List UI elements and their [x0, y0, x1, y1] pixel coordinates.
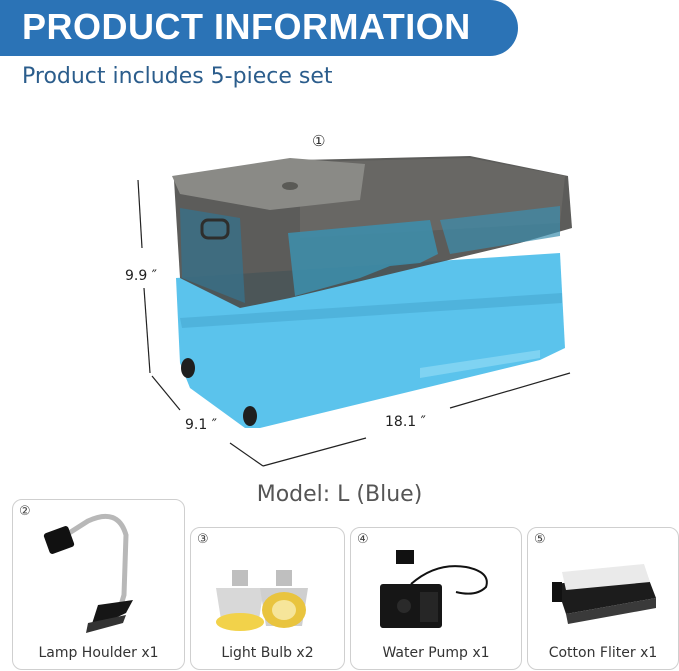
- subtitle: Product includes 5-piece set: [22, 64, 333, 89]
- part-marker-1: ①: [312, 132, 326, 150]
- cotton-filter-icon: [552, 564, 656, 624]
- part-marker-3: ③: [197, 532, 209, 547]
- part-marker-5: ⑤: [534, 532, 546, 547]
- accessory-label: Water Pump x1: [382, 645, 490, 661]
- accessory-label: Light Bulb x2: [221, 645, 314, 661]
- model-label: Model: L (Blue): [256, 482, 423, 507]
- accessory-card-cotton-filter: ⑤ Cotton Fliter x1: [527, 527, 679, 670]
- water-pump-icon: [380, 550, 488, 628]
- accessory-card-lamp-holder: ② Lamp Houlder x1: [12, 499, 185, 670]
- accessory-label: Lamp Houlder x1: [38, 645, 159, 661]
- part-marker-4: ④: [357, 532, 369, 547]
- accessory-card-water-pump: ④ Water Pump x1: [350, 527, 522, 670]
- title-banner: PRODUCT INFORMATION: [0, 0, 518, 56]
- light-bulb-icon: [216, 570, 308, 631]
- turtle-tank-illustration: [137, 156, 572, 467]
- banner-title: PRODUCT INFORMATION: [22, 6, 471, 47]
- width-dimension: 18.1 ″: [385, 414, 426, 430]
- height-dimension: 9.9 ″: [125, 268, 157, 284]
- depth-dimension: 9.1 ″: [185, 417, 217, 433]
- part-marker-2: ②: [19, 504, 31, 519]
- accessory-label: Cotton Fliter x1: [548, 645, 658, 661]
- clamp-lamp-icon: [43, 513, 133, 633]
- accessory-card-light-bulb: ③ Light Bulb x2: [190, 527, 345, 670]
